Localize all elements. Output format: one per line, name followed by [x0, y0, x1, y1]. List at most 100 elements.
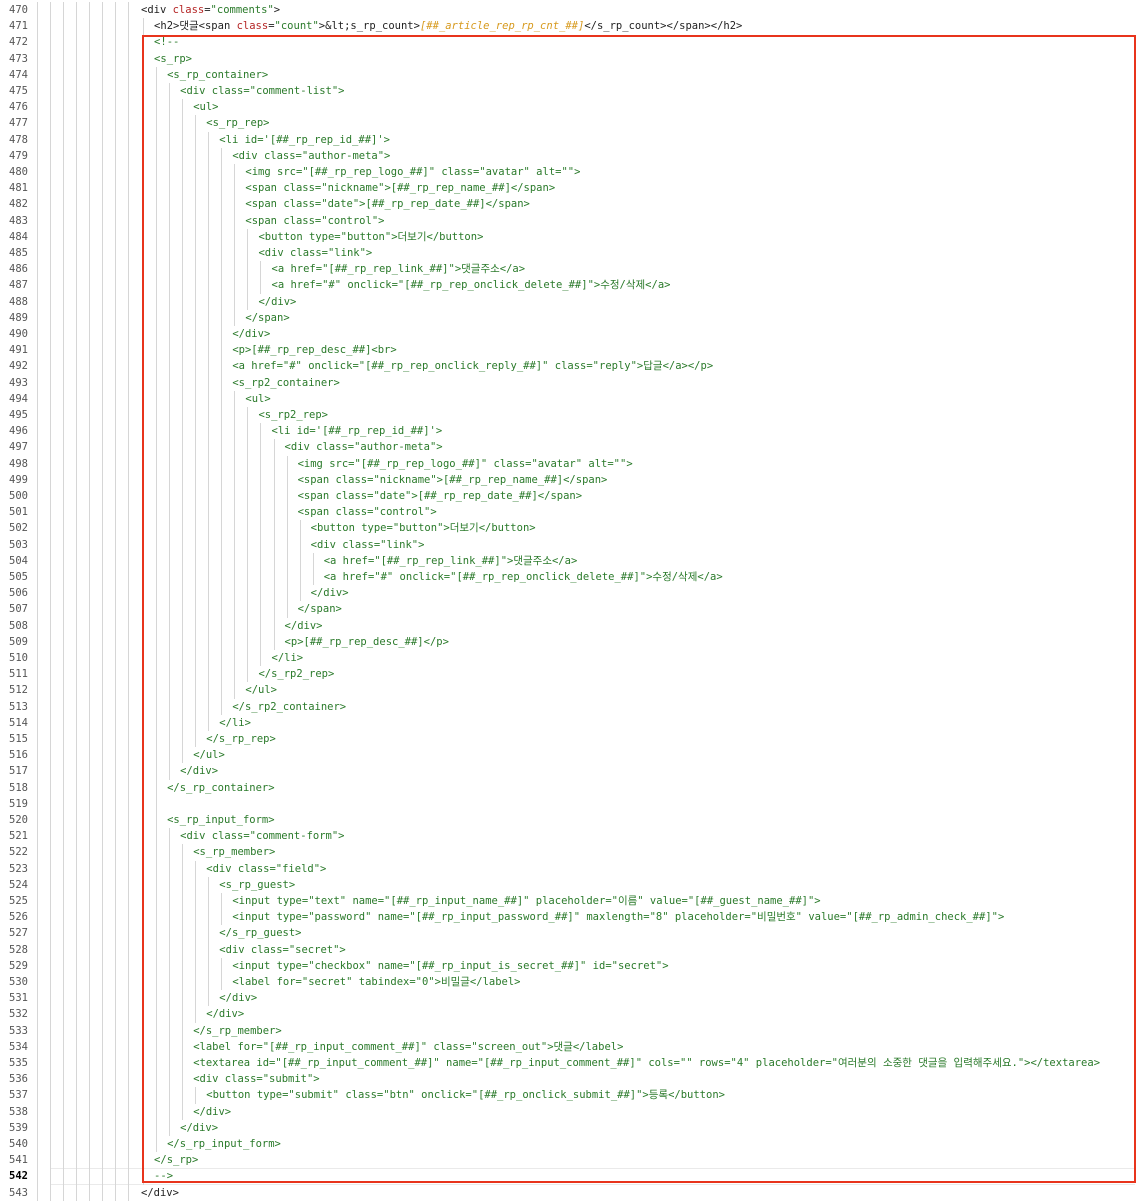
- indent-guide: [37, 617, 38, 634]
- code-line[interactable]: 490</div>: [0, 326, 1143, 343]
- code-line[interactable]: 518</s_rp_container>: [0, 779, 1143, 796]
- code-line[interactable]: 532</div>: [0, 1006, 1143, 1023]
- indent-guide: [89, 650, 90, 667]
- code-line[interactable]: 492<a href="#" onclick="[##_rp_rep_oncli…: [0, 358, 1143, 375]
- code-line[interactable]: 474<s_rp_container>: [0, 66, 1143, 83]
- code-line[interactable]: 534<label for="[##_rp_input_comment_##]"…: [0, 1038, 1143, 1055]
- indent-guide: [63, 50, 64, 67]
- code-line[interactable]: 482<span class="date">[##_rp_rep_date_##…: [0, 196, 1143, 213]
- code-line[interactable]: 471<h2>댓글<span class="count">&lt;s_rp_co…: [0, 18, 1143, 35]
- indent-guide: [195, 147, 197, 164]
- code-line[interactable]: 542-->: [0, 1168, 1143, 1185]
- code-line[interactable]: 536<div class="submit">: [0, 1071, 1143, 1088]
- code-line[interactable]: 489</span>: [0, 309, 1143, 326]
- code-line[interactable]: 519: [0, 795, 1143, 812]
- code-line[interactable]: 505<a href="#" onclick="[##_rp_rep_oncli…: [0, 569, 1143, 586]
- code-text: </div>: [232, 326, 270, 342]
- code-line[interactable]: 476<ul>: [0, 99, 1143, 116]
- code-line[interactable]: 520<s_rp_input_form>: [0, 812, 1143, 829]
- code-line[interactable]: 488</div>: [0, 293, 1143, 310]
- indent-guide: [169, 326, 171, 343]
- code-line[interactable]: 496<li id='[##_rp_rep_id_##]'>: [0, 423, 1143, 440]
- code-line[interactable]: 503<div class="link">: [0, 536, 1143, 553]
- code-line[interactable]: 516</ul>: [0, 747, 1143, 764]
- code-line[interactable]: 539</div>: [0, 1119, 1143, 1136]
- code-line[interactable]: 514</li>: [0, 714, 1143, 731]
- code-line[interactable]: 497<div class="author-meta">: [0, 439, 1143, 456]
- indent-guide: [102, 893, 103, 910]
- indent-guide: [143, 342, 144, 359]
- code-line[interactable]: 525<input type="text" name="[##_rp_input…: [0, 893, 1143, 910]
- code-line[interactable]: 541</s_rp>: [0, 1152, 1143, 1169]
- code-line[interactable]: 522<s_rp_member>: [0, 844, 1143, 861]
- code-line[interactable]: 486<a href="[##_rp_rep_link_##]">댓글주소</a…: [0, 261, 1143, 278]
- indent-guide: [102, 569, 103, 586]
- indent-guide: [128, 245, 129, 262]
- indent-guide: [115, 164, 116, 181]
- code-line[interactable]: 504<a href="[##_rp_rep_link_##]">댓글주소</a…: [0, 552, 1143, 569]
- code-text: </s_rp2_rep>: [258, 666, 334, 682]
- code-token: </div>: [219, 992, 258, 1005]
- code-line[interactable]: 506</div>: [0, 585, 1143, 602]
- code-line[interactable]: 526<input type="password" name="[##_rp_i…: [0, 909, 1143, 926]
- code-line[interactable]: 472<!--: [0, 34, 1143, 51]
- code-line[interactable]: 500<span class="date">[##_rp_rep_date_##…: [0, 488, 1143, 505]
- indent-guide: [37, 1119, 38, 1136]
- code-line[interactable]: 509<p>[##_rp_rep_desc_##]</p>: [0, 633, 1143, 650]
- code-line[interactable]: 527</s_rp_guest>: [0, 925, 1143, 942]
- code-line[interactable]: 512</ul>: [0, 682, 1143, 699]
- code-line[interactable]: 485<div class="link">: [0, 245, 1143, 262]
- code-line[interactable]: 510</li>: [0, 650, 1143, 667]
- code-line[interactable]: 531</div>: [0, 990, 1143, 1007]
- code-line[interactable]: 537<button type="submit" class="btn" onc…: [0, 1087, 1143, 1104]
- code-line[interactable]: 481<span class="nickname">[##_rp_rep_nam…: [0, 180, 1143, 197]
- indent-guide: [50, 423, 51, 440]
- code-line[interactable]: 535<textarea id="[##_rp_input_comment_##…: [0, 1055, 1143, 1072]
- code-line[interactable]: 479<div class="author-meta">: [0, 147, 1143, 164]
- code-line[interactable]: 499<span class="nickname">[##_rp_rep_nam…: [0, 471, 1143, 488]
- code-line[interactable]: 498<img src="[##_rp_rep_logo_##]" class=…: [0, 455, 1143, 472]
- code-line[interactable]: 513</s_rp2_container>: [0, 698, 1143, 715]
- code-line[interactable]: 529<input type="checkbox" name="[##_rp_i…: [0, 957, 1143, 974]
- code-line[interactable]: 475<div class="comment-list">: [0, 83, 1143, 100]
- code-line[interactable]: 478<li id='[##_rp_rep_id_##]'>: [0, 131, 1143, 148]
- code-line[interactable]: 538</div>: [0, 1103, 1143, 1120]
- code-line[interactable]: 528<div class="secret">: [0, 941, 1143, 958]
- code-line[interactable]: 484<button type="button">더보기</button>: [0, 228, 1143, 245]
- indent-guide: [182, 212, 184, 229]
- indent-guide: [63, 1103, 64, 1120]
- code-line[interactable]: 501<span class="control">: [0, 504, 1143, 521]
- code-line[interactable]: 507</span>: [0, 601, 1143, 618]
- code-line[interactable]: 480<img src="[##_rp_rep_logo_##]" class=…: [0, 164, 1143, 181]
- indent-guide: [234, 617, 236, 634]
- code-line[interactable]: 530<label for="secret" tabindex="0">비밀글<…: [0, 974, 1143, 991]
- code-line[interactable]: 477<s_rp_rep>: [0, 115, 1143, 132]
- indent-guide: [115, 747, 116, 764]
- indent-guide: [102, 180, 103, 197]
- code-line[interactable]: 487<a href="#" onclick="[##_rp_rep_oncli…: [0, 277, 1143, 294]
- code-line[interactable]: 473<s_rp>: [0, 50, 1143, 67]
- code-line[interactable]: 515</s_rp_rep>: [0, 731, 1143, 748]
- code-line[interactable]: 493<s_rp2_container>: [0, 374, 1143, 391]
- code-line[interactable]: 502<button type="button">더보기</button>: [0, 520, 1143, 537]
- code-line[interactable]: 524<s_rp_guest>: [0, 876, 1143, 893]
- code-line[interactable]: 491<p>[##_rp_rep_desc_##]<br>: [0, 342, 1143, 359]
- code-line[interactable]: 495<s_rp2_rep>: [0, 407, 1143, 424]
- code-line[interactable]: 543</div>: [0, 1184, 1143, 1201]
- code-line[interactable]: 523<div class="field">: [0, 860, 1143, 877]
- indent-guide: [156, 115, 158, 132]
- code-line[interactable]: 483<span class="control">: [0, 212, 1143, 229]
- code-line[interactable]: 533</s_rp_member>: [0, 1022, 1143, 1039]
- code-line[interactable]: 517</div>: [0, 763, 1143, 780]
- indent-guide: [195, 714, 197, 731]
- code-line[interactable]: 494<ul>: [0, 390, 1143, 407]
- code-line[interactable]: 540</s_rp_input_form>: [0, 1136, 1143, 1153]
- code-line[interactable]: 470<div class="comments">: [0, 2, 1143, 19]
- code-line[interactable]: 521<div class="comment-form">: [0, 828, 1143, 845]
- code-line[interactable]: 508</div>: [0, 617, 1143, 634]
- code-line[interactable]: 511</s_rp2_rep>: [0, 666, 1143, 683]
- indent-guide: [128, 763, 129, 780]
- indent-guide: [102, 1184, 103, 1201]
- indent-guide: [102, 941, 103, 958]
